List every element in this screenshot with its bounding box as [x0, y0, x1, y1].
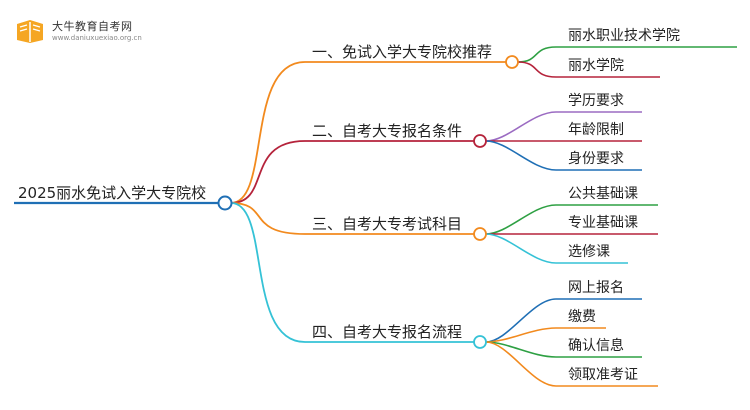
branch-label: 四、自考大专报名流程: [312, 323, 463, 341]
site-logo: 大牛教育自考网 www.daniuxuexiao.org.cn: [14, 14, 164, 48]
branch-connector: [230, 202, 306, 343]
branch-node: [473, 227, 487, 241]
branch-node: [505, 55, 519, 69]
branch-node: [473, 335, 487, 349]
leaf-label: 年龄限制: [568, 122, 624, 138]
leaf-label: 学历要求: [568, 93, 624, 109]
leaf-connector: [485, 111, 557, 142]
leaf-label: 丽水学院: [568, 58, 624, 74]
branch-connector: [230, 202, 306, 235]
logo-url: www.daniuxuexiao.org.cn: [52, 34, 142, 42]
leaf-label: 网上报名: [568, 280, 624, 296]
leaf-label: 身份要求: [568, 151, 624, 167]
leaf-connector: [485, 204, 557, 235]
logo-title: 大牛教育自考网: [52, 20, 133, 33]
root-label: 2025丽水免试入学大专院校: [18, 184, 207, 202]
leaf-label: 专业基础课: [568, 215, 638, 231]
leaf-connector: [517, 46, 557, 63]
leaf-connector: [485, 140, 557, 171]
leaf-label: 丽水职业技术学院: [568, 28, 680, 44]
branch-connector: [230, 61, 306, 204]
branch-label: 二、自考大专报名条件: [312, 122, 463, 140]
leaf-label: 公共基础课: [568, 186, 638, 202]
branch-label: 三、自考大专考试科目: [312, 215, 463, 233]
leaf-label: 领取准考证: [568, 367, 638, 383]
leaf-label: 确认信息: [568, 338, 624, 354]
root-node: [217, 195, 233, 211]
leaf-label: 缴费: [568, 309, 596, 325]
branch-node: [473, 134, 487, 148]
leaf-connector: [517, 61, 557, 78]
book-logo-icon: [17, 20, 43, 43]
branch-label: 一、免试入学大专院校推荐: [312, 43, 493, 61]
leaf-connector: [485, 233, 557, 264]
leaf-connector: [485, 341, 557, 387]
leaf-label: 选修课: [568, 244, 610, 260]
leaf-connector: [485, 327, 557, 343]
branch-connector: [230, 140, 306, 204]
